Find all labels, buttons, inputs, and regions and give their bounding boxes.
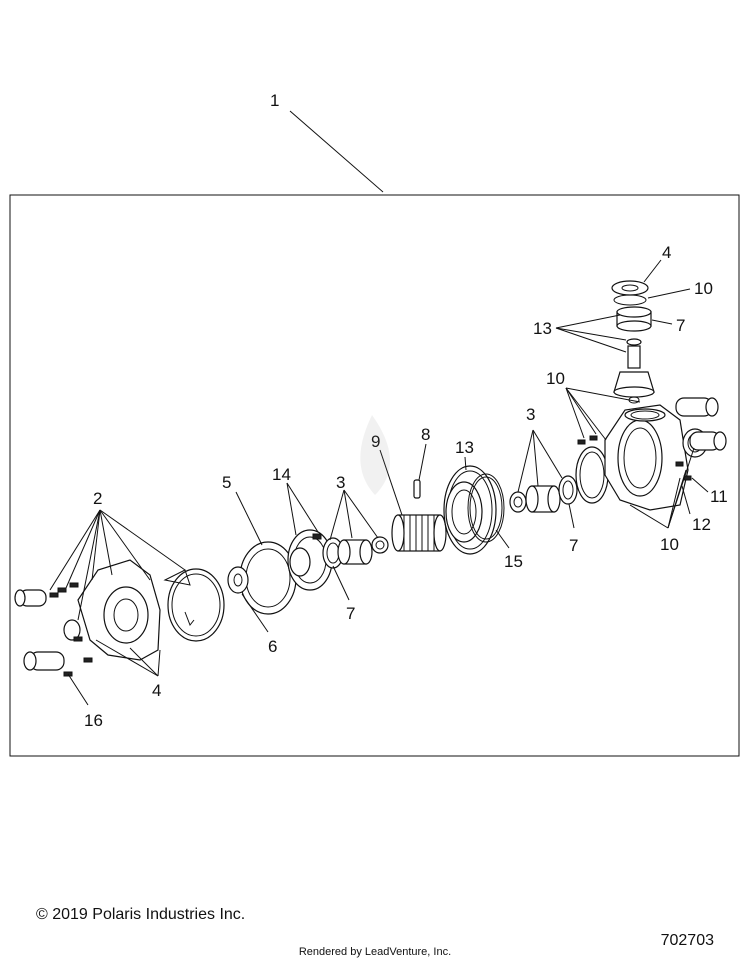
leader-13-middle <box>464 456 467 471</box>
callout-7-top[interactable]: 7 <box>676 316 685 335</box>
roller-cage-9 <box>391 514 447 552</box>
leader-12 <box>681 485 691 515</box>
callout-10-lower[interactable]: 10 <box>660 535 679 554</box>
callout-3-middle[interactable]: 3 <box>336 473 345 492</box>
leader-3-middle <box>329 489 379 541</box>
leader-14b <box>286 482 319 533</box>
callout-14[interactable]: 14 <box>272 465 291 484</box>
leader-10-lower <box>629 447 695 529</box>
callout-10-upper[interactable]: 10 <box>546 369 565 388</box>
left-cover-housing <box>77 559 225 661</box>
leader-13-top <box>555 314 627 353</box>
leader-5 <box>235 491 263 546</box>
main-housing <box>604 404 708 511</box>
callout-7-right[interactable]: 7 <box>569 536 578 555</box>
leader-7-top <box>651 319 673 325</box>
callout-16[interactable]: 16 <box>84 711 103 730</box>
leader-1 <box>289 110 384 193</box>
leader-10-upper <box>565 387 641 441</box>
seal-7-right <box>558 475 578 505</box>
right-bushings <box>675 397 727 451</box>
snap-ring-10-top <box>613 294 647 306</box>
bearing-top <box>616 306 652 332</box>
washer-6 <box>227 566 249 594</box>
leader-3-right <box>517 429 563 493</box>
right-bolts <box>577 435 692 481</box>
callout-1[interactable]: 1 <box>270 91 279 110</box>
cap-4-top <box>611 280 649 296</box>
leader-6 <box>241 593 269 633</box>
callout-7-middle[interactable]: 7 <box>346 604 355 623</box>
callout-5[interactable]: 5 <box>222 473 231 492</box>
callout-4-top[interactable]: 4 <box>662 243 671 262</box>
callout-8[interactable]: 8 <box>421 425 430 444</box>
pin-8 <box>413 479 421 499</box>
leader-7-right <box>568 503 575 529</box>
leader-7-middle <box>332 565 350 601</box>
callout-15[interactable]: 15 <box>504 552 523 571</box>
leader-15 <box>495 529 510 549</box>
callout-12[interactable]: 12 <box>692 515 711 534</box>
leader-4-left <box>95 639 161 677</box>
leader-14a <box>286 482 297 536</box>
left-bushings <box>14 589 81 671</box>
rendered-by-text: Rendered by LeadVenture, Inc. <box>298 946 452 958</box>
clutch-assembly-14 <box>287 529 333 591</box>
leader-9 <box>379 449 403 516</box>
callout-10-top[interactable]: 10 <box>694 279 713 298</box>
leader-11 <box>691 477 709 493</box>
spacer-ring <box>575 446 609 504</box>
callout-11[interactable]: 11 <box>710 487 728 506</box>
leader-2 <box>49 509 186 621</box>
callout-6[interactable]: 6 <box>268 637 277 656</box>
leader-8 <box>418 443 427 481</box>
o-ring-15 <box>467 473 505 543</box>
leader-10-top <box>647 288 691 299</box>
callout-13-middle[interactable]: 13 <box>455 438 474 457</box>
pinion-shaft <box>613 338 655 404</box>
callout-9[interactable]: 9 <box>371 432 380 451</box>
callout-2[interactable]: 2 <box>93 489 102 508</box>
callout-4-left[interactable]: 4 <box>152 681 161 700</box>
diagram-number: 702703 <box>660 932 714 949</box>
callout-13-top[interactable]: 13 <box>533 319 552 338</box>
watermark-flame-logo <box>360 415 390 495</box>
leader-16 <box>67 673 89 706</box>
assembly-frame <box>9 194 740 757</box>
leader-4-top <box>643 259 662 283</box>
bearing-3-right <box>509 485 561 513</box>
bearing-3-middle <box>337 536 389 565</box>
callout-3-right[interactable]: 3 <box>526 405 535 424</box>
copyright-text: © 2019 Polaris Industries Inc. <box>36 906 246 923</box>
